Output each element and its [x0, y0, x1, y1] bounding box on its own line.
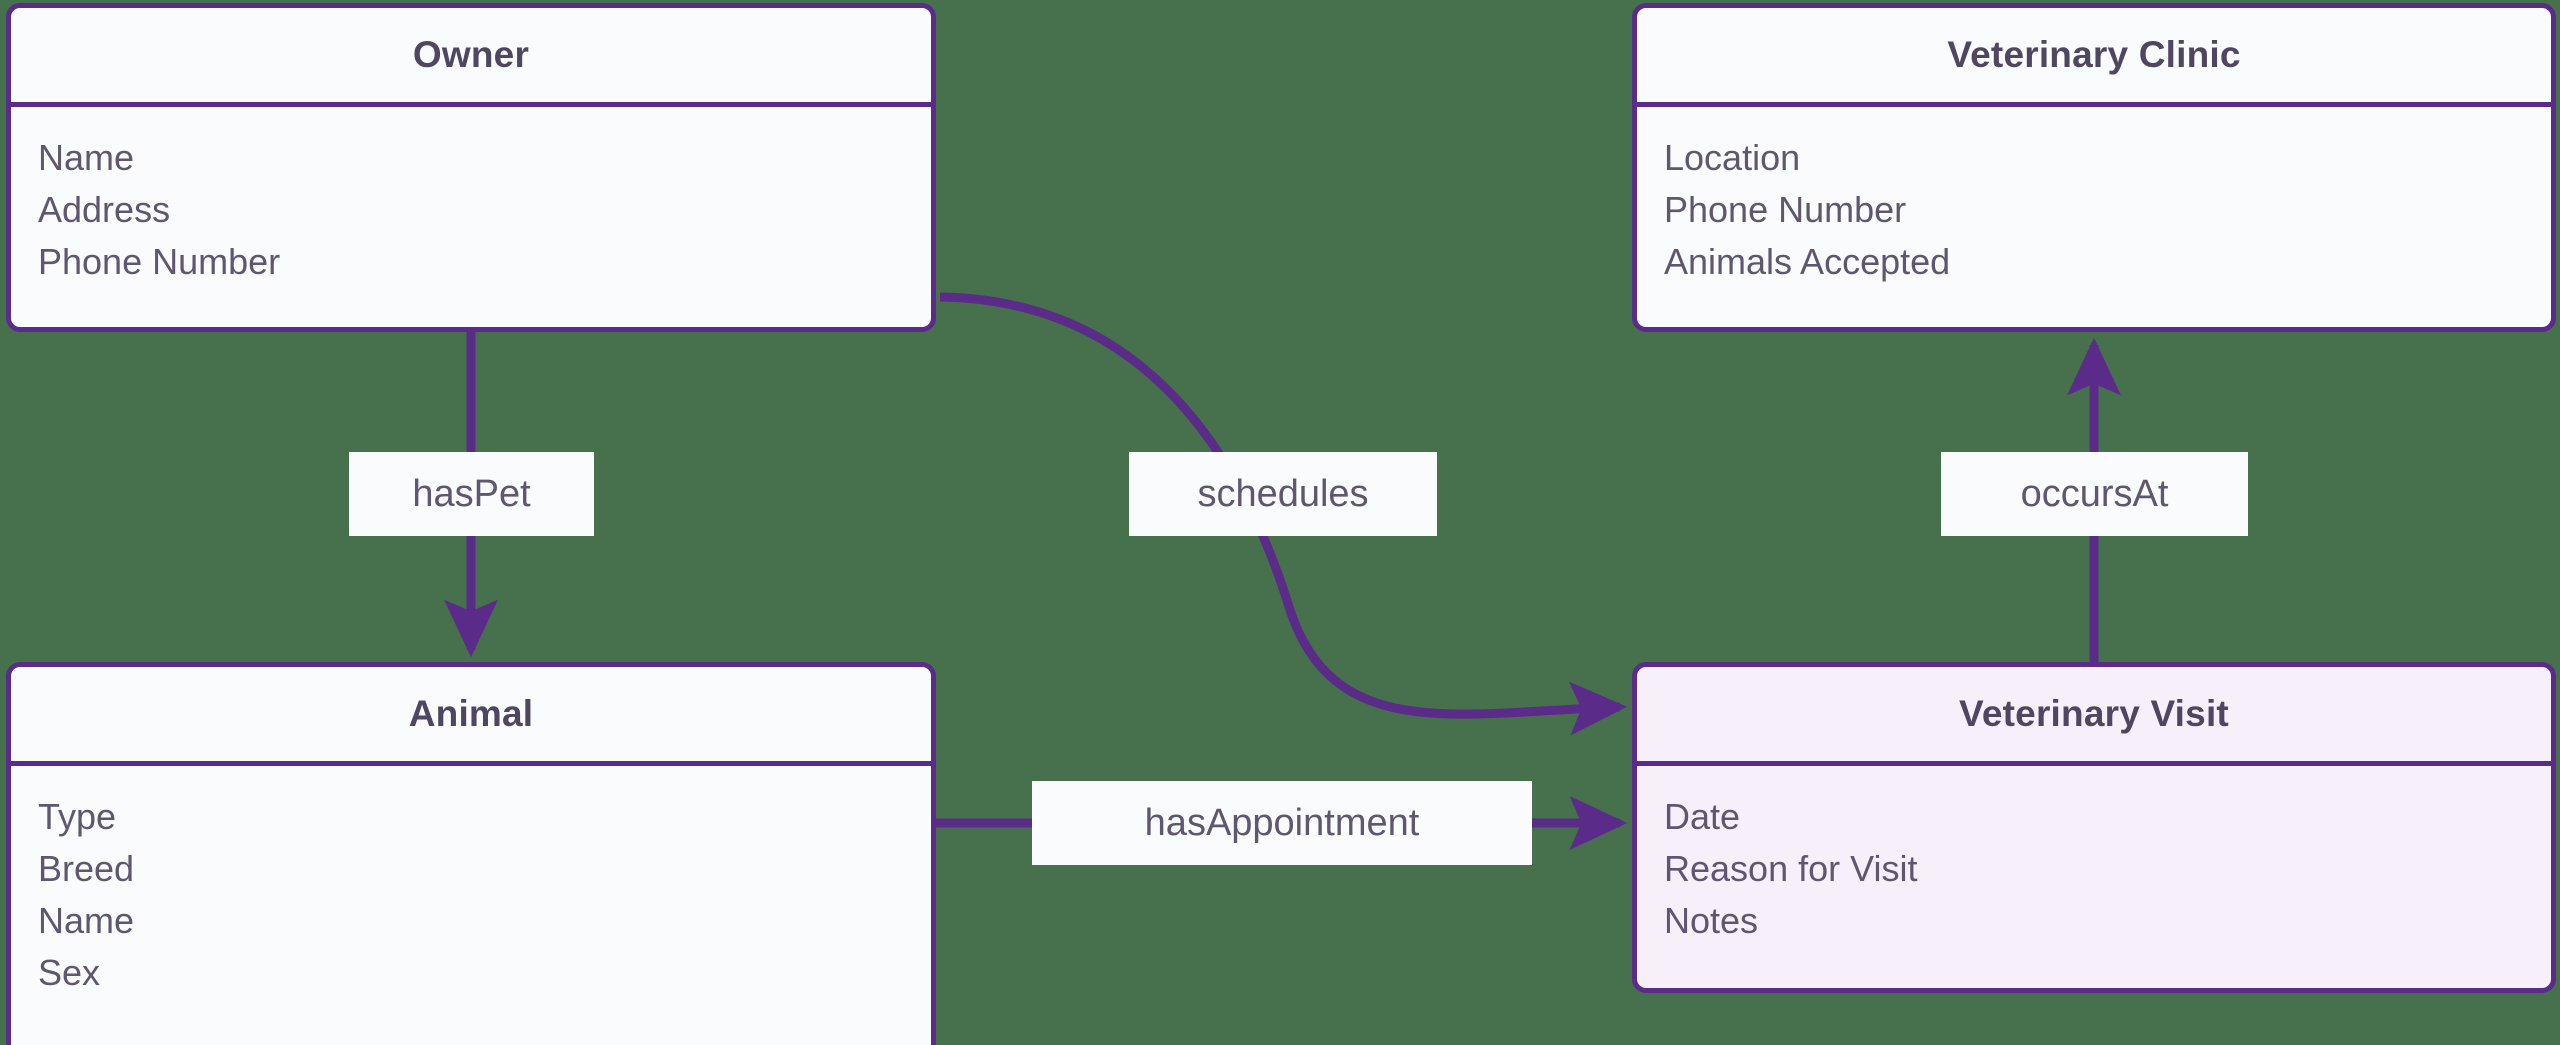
attribute-row: Address	[38, 189, 171, 230]
attribute-row: Reason for Visit	[1664, 848, 1918, 889]
relationship-label-has-pet-text: hasPet	[412, 472, 531, 515]
relationship-label-occurs-at[interactable]: occursAt	[1941, 452, 2248, 536]
entity-animal-header: Animal	[11, 667, 931, 766]
attribute-row: Type	[38, 796, 117, 837]
attribute-row: Name	[38, 137, 135, 178]
attribute-row: Notes	[1664, 900, 1759, 941]
relationship-label-occurs-at-text: occursAt	[2020, 472, 2169, 515]
entity-animal[interactable]: Animal Type Breed Name Sex	[6, 662, 936, 1045]
entity-animal-attributes: Type Breed Name Sex	[11, 766, 931, 999]
attribute-row: Location	[1664, 137, 1801, 178]
relationship-label-has-pet[interactable]: hasPet	[349, 452, 594, 536]
relationship-label-schedules[interactable]: schedules	[1129, 452, 1437, 536]
entity-owner-header: Owner	[11, 8, 931, 107]
entity-veterinary-visit-title: Veterinary Visit	[1959, 693, 2229, 734]
attribute-row: Date	[1664, 796, 1741, 837]
entity-veterinary-visit-header: Veterinary Visit	[1637, 667, 2551, 766]
attribute-row: Sex	[38, 952, 101, 993]
entity-owner[interactable]: Owner Name Address Phone Number	[6, 3, 936, 332]
entity-veterinary-clinic-header: Veterinary Clinic	[1637, 8, 2551, 107]
relationship-label-schedules-text: schedules	[1197, 472, 1369, 515]
attribute-row: Animals Accepted	[1664, 241, 1951, 282]
attribute-row: Phone Number	[38, 241, 281, 282]
relationship-label-has-appointment-text: hasAppointment	[1144, 801, 1420, 844]
entity-owner-attributes: Name Address Phone Number	[11, 107, 931, 288]
attribute-row: Name	[38, 900, 135, 941]
entity-animal-title: Animal	[408, 693, 534, 734]
attribute-row: Breed	[38, 848, 135, 889]
entity-veterinary-clinic-attributes: Location Phone Number Animals Accepted	[1637, 107, 2551, 288]
entity-veterinary-visit[interactable]: Veterinary Visit Date Reason for Visit N…	[1632, 662, 2556, 993]
entity-veterinary-clinic[interactable]: Veterinary Clinic Location Phone Number …	[1632, 3, 2556, 332]
entity-veterinary-clinic-title: Veterinary Clinic	[1947, 34, 2241, 75]
entity-veterinary-visit-attributes: Date Reason for Visit Notes	[1637, 766, 2551, 947]
entity-owner-title: Owner	[412, 34, 530, 75]
attribute-row: Phone Number	[1664, 189, 1907, 230]
relationship-label-has-appointment[interactable]: hasAppointment	[1032, 781, 1532, 865]
